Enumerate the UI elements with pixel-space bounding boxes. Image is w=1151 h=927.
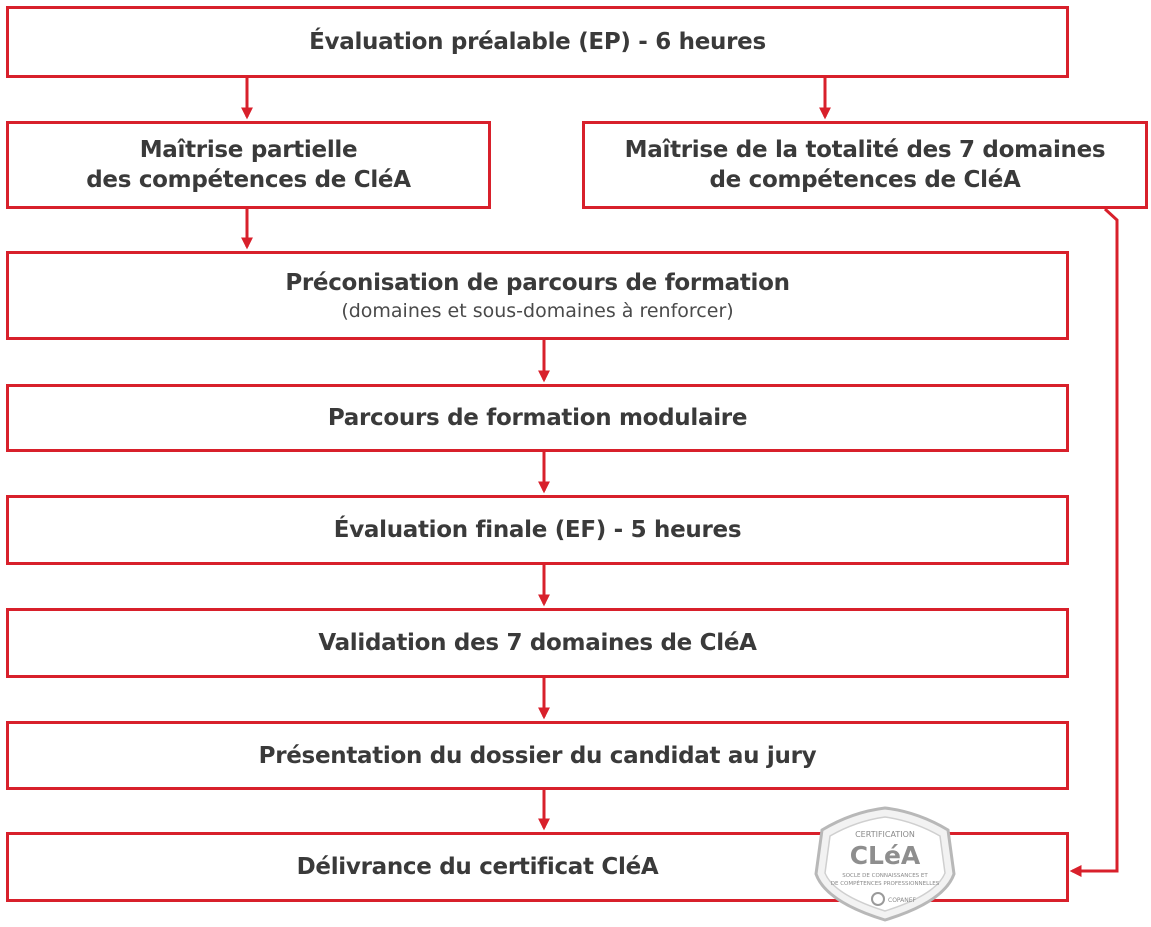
clea-certification-seal: CERTIFICATION CLéA SOCLE DE CONNAISSANCE… <box>814 806 956 922</box>
node-parcours-modulaire: Parcours de formation modulaire <box>6 384 1069 452</box>
seal-line2: DE COMPÉTENCES PROFESSIONNELLES <box>831 879 940 887</box>
node-validation: Validation des 7 domaines de CléA <box>6 608 1069 678</box>
node-label-line2: de compétences de CléA <box>709 167 1021 193</box>
node-label: Parcours de formation modulaire <box>327 405 748 431</box>
seal-top-text: CERTIFICATION <box>855 830 915 839</box>
node-label: Validation des 7 domaines de CléA <box>318 630 757 656</box>
node-label: Présentation du dossier du candidat au j… <box>258 742 817 769</box>
node-label: Préconisation de parcours de formation <box>285 269 790 296</box>
copanef-logo-icon <box>871 892 885 906</box>
node-label-line1: Maîtrise partielle <box>139 137 358 163</box>
node-maitrise-totale: Maîtrise de la totalité des 7 domaines d… <box>582 121 1148 209</box>
node-maitrise-partielle: Maîtrise partielle des compétences de Cl… <box>6 121 491 209</box>
node-evaluation-finale: Évaluation finale (EF) - 5 heures <box>6 495 1069 565</box>
node-preconisation: Préconisation de parcours de formation (… <box>6 251 1069 340</box>
node-label: Délivrance du certificat CléA <box>296 854 659 880</box>
seal-brand: CLéA <box>850 841 921 870</box>
node-sublabel: (domaines et sous-domaines à renforcer) <box>341 299 734 322</box>
node-evaluation-prealable: Évaluation préalable (EP) - 6 heures <box>6 6 1069 78</box>
node-label-line1: Maîtrise de la totalité des 7 domaines <box>624 137 1106 163</box>
seal-line1: SOCLE DE CONNAISSANCES ET <box>842 873 928 879</box>
arrow-total-to-delivrance <box>1069 207 1119 877</box>
node-label: Évaluation finale (EF) - 5 heures <box>333 517 742 543</box>
node-label: Évaluation préalable (EP) - 6 heures <box>309 29 766 55</box>
node-label-line2: des compétences de CléA <box>86 167 411 193</box>
node-presentation-jury: Présentation du dossier du candidat au j… <box>6 721 1069 790</box>
seal-org: COPANEF <box>888 897 917 904</box>
